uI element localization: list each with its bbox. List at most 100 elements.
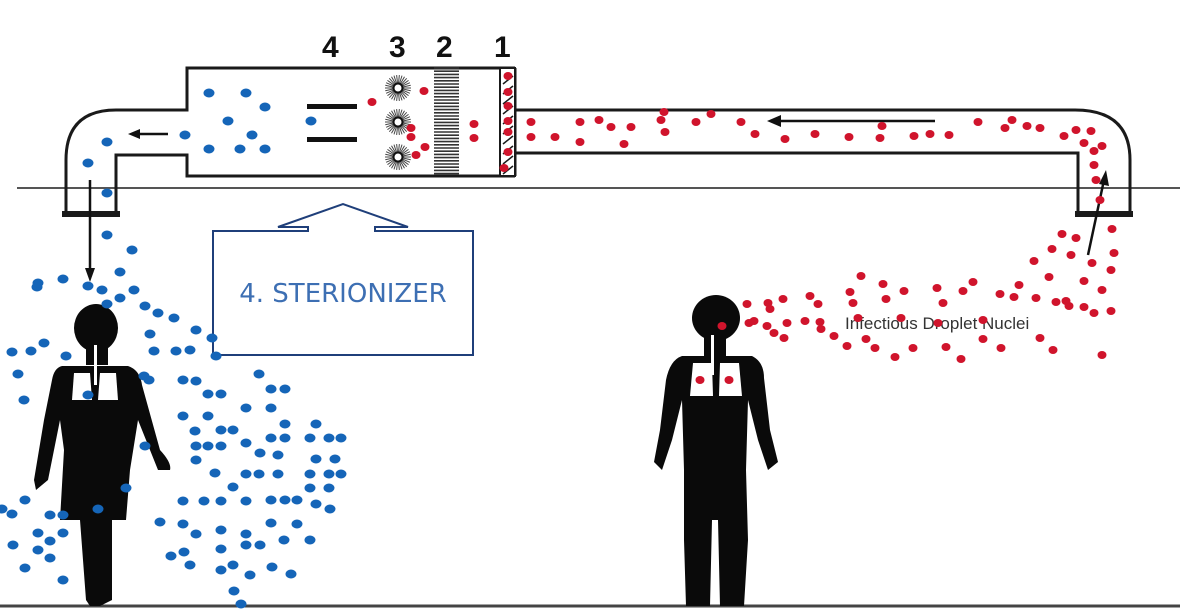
infectious-particle — [499, 164, 509, 172]
clean-particle — [190, 441, 202, 451]
clean-particle — [272, 469, 284, 479]
clean-particle — [265, 518, 277, 528]
uv-ray — [402, 151, 411, 156]
infectious-particle — [956, 355, 966, 363]
infectious-particle — [813, 300, 823, 308]
infectious-particle — [724, 376, 734, 384]
infectious-particle — [503, 72, 513, 80]
clean-particle — [32, 545, 44, 555]
clean-particle — [227, 560, 239, 570]
label-3: 3 — [389, 31, 406, 64]
clean-particle — [304, 535, 316, 545]
infectious-particle — [845, 288, 855, 296]
infectious-particle — [420, 143, 430, 151]
infectious-particle — [805, 292, 815, 300]
uv-bulb — [392, 151, 404, 163]
clean-particle — [0, 504, 8, 514]
infectious-particle — [526, 118, 536, 126]
clean-particle — [25, 346, 37, 356]
infectious-particle — [526, 133, 536, 141]
infectious-particle — [695, 376, 705, 384]
uv-ray — [400, 91, 408, 98]
arrow-up-return-icon — [1086, 170, 1109, 256]
clean-particle — [254, 448, 266, 458]
uv-ray — [391, 76, 396, 84]
infectious-particle — [1007, 116, 1017, 124]
clean-particle — [179, 130, 191, 140]
uv-ray — [393, 144, 397, 153]
clean-particle — [32, 528, 44, 538]
uv-ray — [385, 118, 394, 122]
clean-particle — [168, 313, 180, 323]
infectious-particle — [1064, 302, 1074, 310]
infectious-particle — [816, 325, 826, 333]
clean-particle — [190, 376, 202, 386]
uv-ray — [401, 79, 409, 86]
infectious-particle — [815, 318, 825, 326]
infectious-particle — [1086, 127, 1096, 135]
infectious-particle — [406, 133, 416, 141]
uv-ray — [393, 75, 397, 84]
uv-ray — [398, 161, 400, 170]
clean-particle — [92, 504, 104, 514]
uv-ray — [400, 147, 408, 154]
clean-particle — [215, 525, 227, 535]
clean-particle — [202, 389, 214, 399]
infectious-particle — [1089, 147, 1099, 155]
uv-ray — [393, 161, 397, 170]
infectious-particle — [660, 128, 670, 136]
clean-particle — [227, 425, 239, 435]
uv-ray — [399, 161, 403, 170]
infectious-particle — [626, 123, 636, 131]
infectious-particle — [1035, 124, 1045, 132]
infectious-particle — [996, 344, 1006, 352]
infectious-particle — [1106, 266, 1116, 274]
infectious-particle — [1057, 230, 1067, 238]
infectious-particle — [1035, 334, 1045, 342]
clean-particle — [101, 188, 113, 198]
infectious-particle — [503, 128, 513, 136]
clean-particle — [57, 528, 69, 538]
uv-ray — [385, 153, 394, 157]
clean-particle — [202, 411, 214, 421]
infectious-particle — [779, 334, 789, 342]
clean-particle — [82, 281, 94, 291]
clean-particle — [215, 389, 227, 399]
clean-particle — [265, 495, 277, 505]
clean-particle — [178, 547, 190, 557]
uv-ray — [400, 161, 405, 169]
infectious-particle — [1087, 259, 1097, 267]
infectious-particle — [765, 305, 775, 313]
clean-particle — [44, 536, 56, 546]
clean-particle — [44, 510, 56, 520]
uv-ray — [400, 126, 405, 134]
clean-particle — [18, 395, 30, 405]
infectious-particle — [881, 295, 891, 303]
uv-ray — [393, 109, 397, 118]
uv-ray — [388, 91, 396, 98]
infectious-particle — [938, 299, 948, 307]
uv-ray — [388, 78, 396, 85]
infectious-particle — [1071, 234, 1081, 242]
arrow-left-main-duct-icon — [767, 115, 935, 127]
clean-particle — [279, 433, 291, 443]
uv-ray — [391, 161, 396, 169]
infectious-particle — [503, 117, 513, 125]
uv-lamp-icon — [385, 109, 411, 135]
infectious-particle — [1095, 196, 1105, 204]
infectious-particle — [1106, 307, 1116, 315]
infectious-particle — [968, 278, 978, 286]
infectious-particle — [419, 87, 429, 95]
clean-particle — [259, 144, 271, 154]
uv-lamp-icon — [385, 75, 411, 101]
clean-particle — [253, 469, 265, 479]
clean-particle — [139, 441, 151, 451]
clean-particle — [101, 230, 113, 240]
uv-ray — [385, 89, 394, 94]
clean-particle — [101, 299, 113, 309]
clean-particle — [32, 278, 44, 288]
flow-arrows — [85, 115, 1109, 282]
clean-particle — [278, 535, 290, 545]
infectious-particle — [1089, 309, 1099, 317]
uv-ray — [387, 113, 395, 120]
